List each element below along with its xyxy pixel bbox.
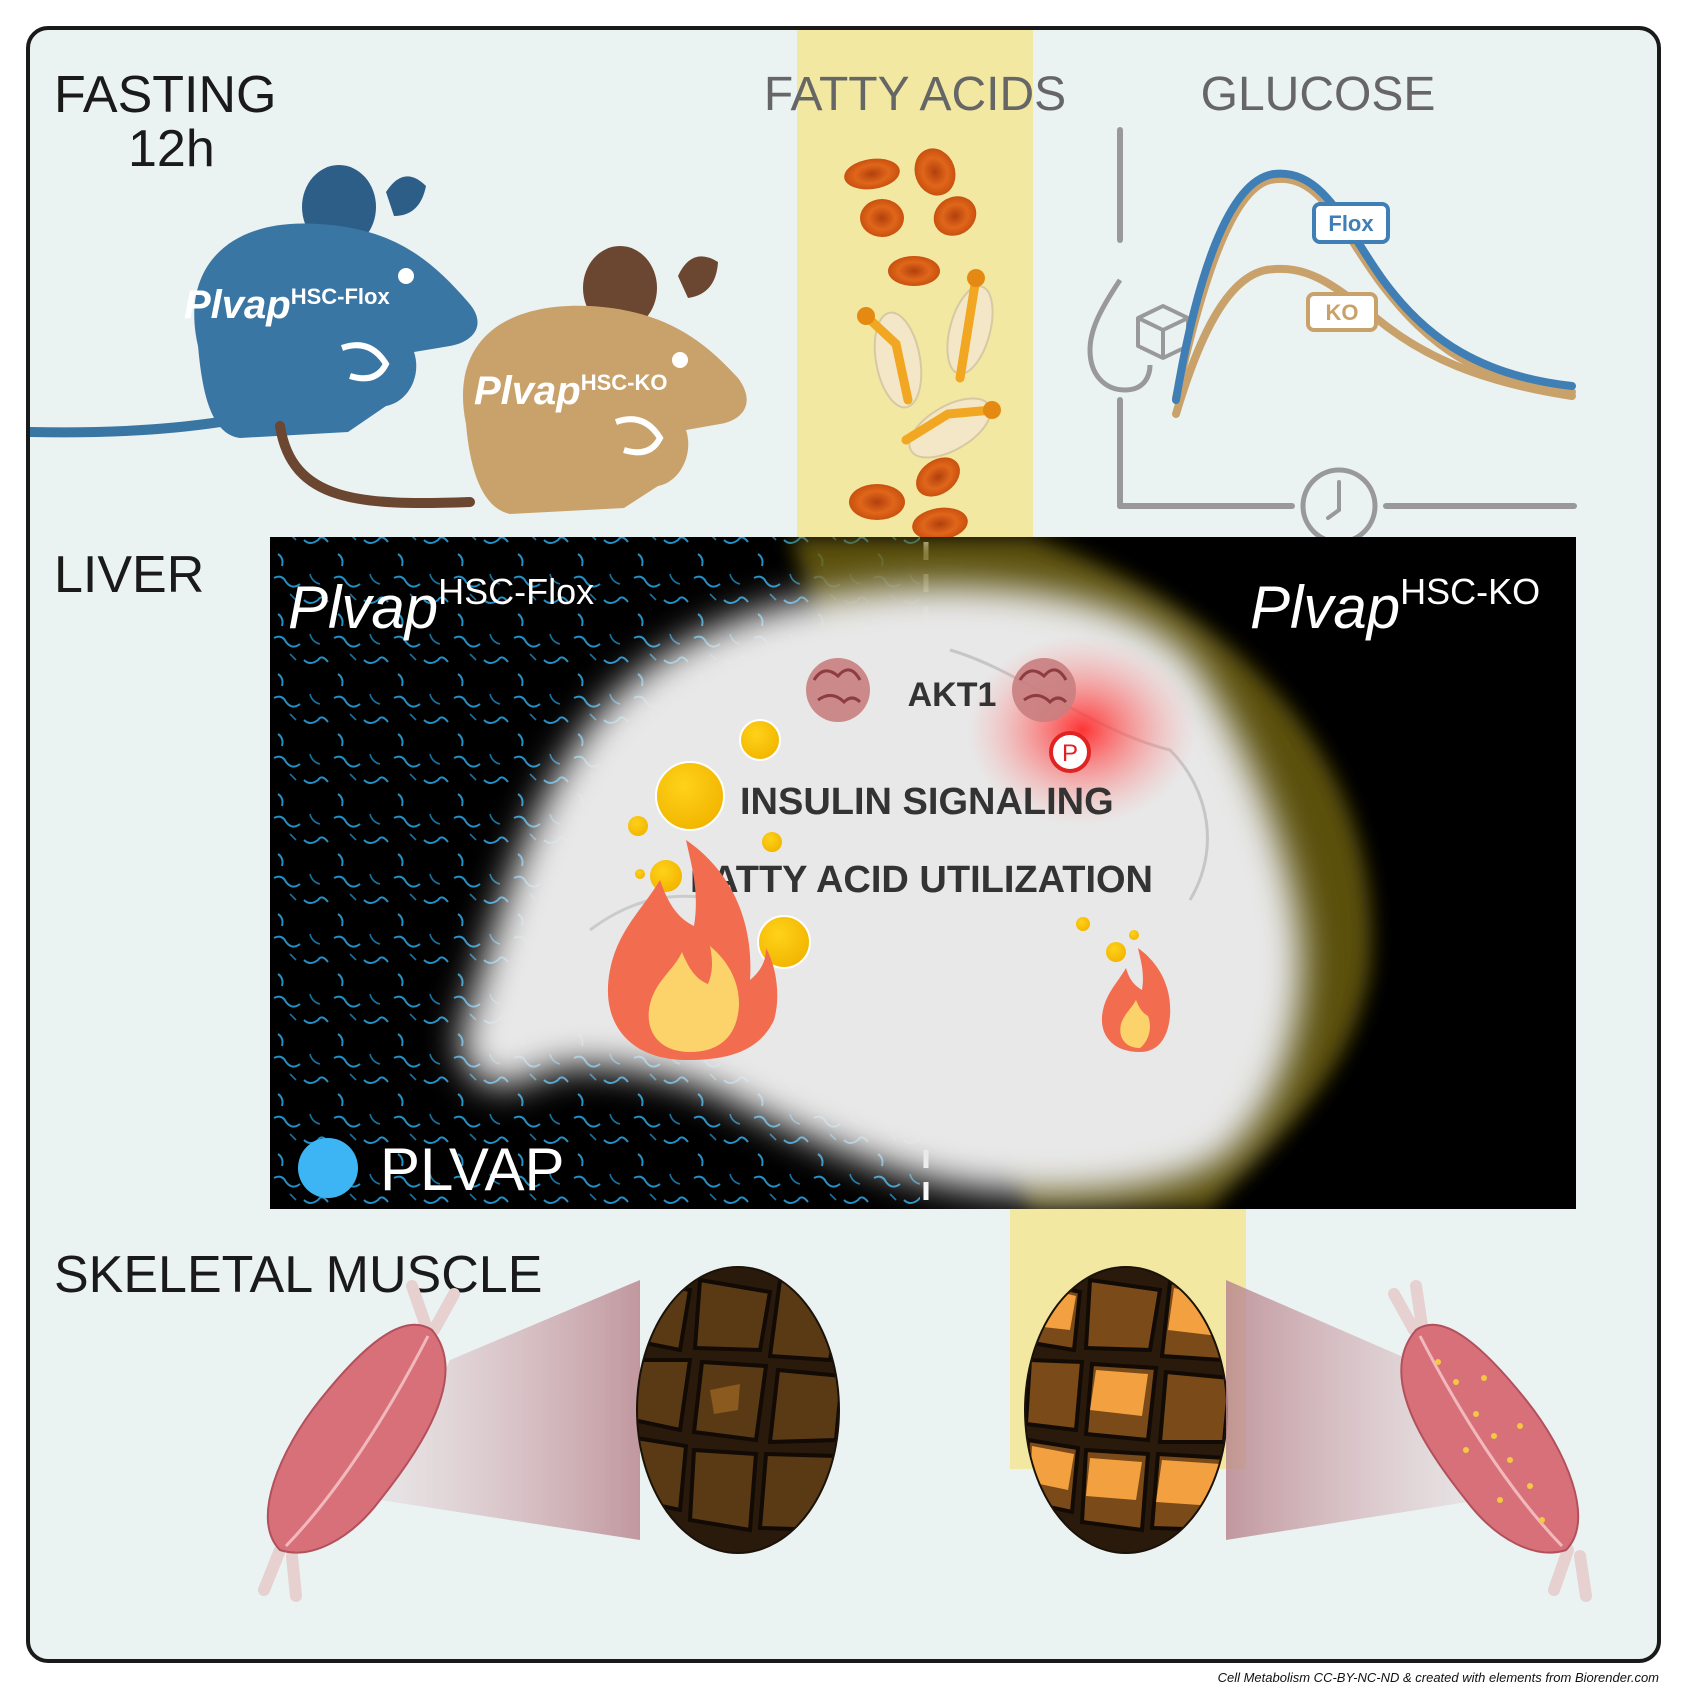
plvap-legend-label: PLVAP (380, 1136, 565, 1203)
fatty-acid-utilization-label: FATTY ACID UTILIZATION (690, 859, 1153, 901)
akt1-protein-icon-right (1012, 658, 1076, 722)
svg-text:P: P (1062, 740, 1078, 767)
glucose-curve-plot: Flox KO (1087, 127, 1577, 545)
flox-muscle-icon (258, 1280, 640, 1602)
fasting-duration: 12h (128, 120, 215, 178)
flox-mouse-genotype: PlvapHSC-Flox (184, 283, 390, 327)
ko-mouse-icon: PlvapHSC-KO (275, 246, 747, 514)
red-blood-cell-icons (844, 148, 977, 541)
liver-ko-label: PlvapHSC-KO (1250, 571, 1540, 641)
skeletal-muscle-label: SKELETAL MUSCLE (54, 1246, 542, 1304)
akt1-protein-icon-left (806, 658, 870, 722)
phosphate-icon: P (1049, 731, 1091, 773)
fatty-acid-molecule-icons (857, 269, 1001, 459)
liver-section-label: LIVER (54, 546, 204, 604)
liver-flox-label: PlvapHSC-Flox (288, 571, 594, 641)
plvap-legend-dot (298, 1138, 358, 1198)
credit-line: Cell Metabolism CC-BY-NC-ND & created wi… (1217, 1670, 1659, 1685)
flame-icon-large (607, 840, 778, 1060)
flox-mouse-icon: PlvapHSC-Flox (30, 165, 478, 438)
lipid-droplet-icons (628, 719, 1139, 969)
graphical-abstract-panel: FASTING 12h PlvapHSC-Flox PlvapHSC-KO FA… (26, 26, 1661, 1663)
flox-muscle-cross-section (636, 1266, 840, 1554)
ko-muscle-icon (1226, 1280, 1592, 1602)
abstract-canvas: FASTING 12h PlvapHSC-Flox PlvapHSC-KO FA… (30, 30, 1592, 1602)
ko-mouse-genotype: PlvapHSC-KO (474, 369, 668, 413)
clock-icon (1300, 467, 1378, 545)
svg-text:KO: KO (1326, 300, 1359, 325)
glucose-title: GLUCOSE (1201, 68, 1436, 121)
svg-text:Flox: Flox (1328, 211, 1374, 236)
insulin-signaling-label: INSULIN SIGNALING (740, 781, 1114, 823)
akt1-label: AKT1 (908, 676, 997, 714)
flox-curve-tag: Flox (1312, 202, 1390, 244)
flame-icon-small (1101, 948, 1171, 1052)
fasting-label: FASTING (54, 66, 276, 124)
ko-curve-tag: KO (1306, 292, 1378, 332)
fatty-acids-title: FATTY ACIDS (764, 68, 1066, 121)
glucose-drop-icon (1087, 278, 1190, 393)
ko-glucose-curve-line (1172, 264, 1576, 418)
